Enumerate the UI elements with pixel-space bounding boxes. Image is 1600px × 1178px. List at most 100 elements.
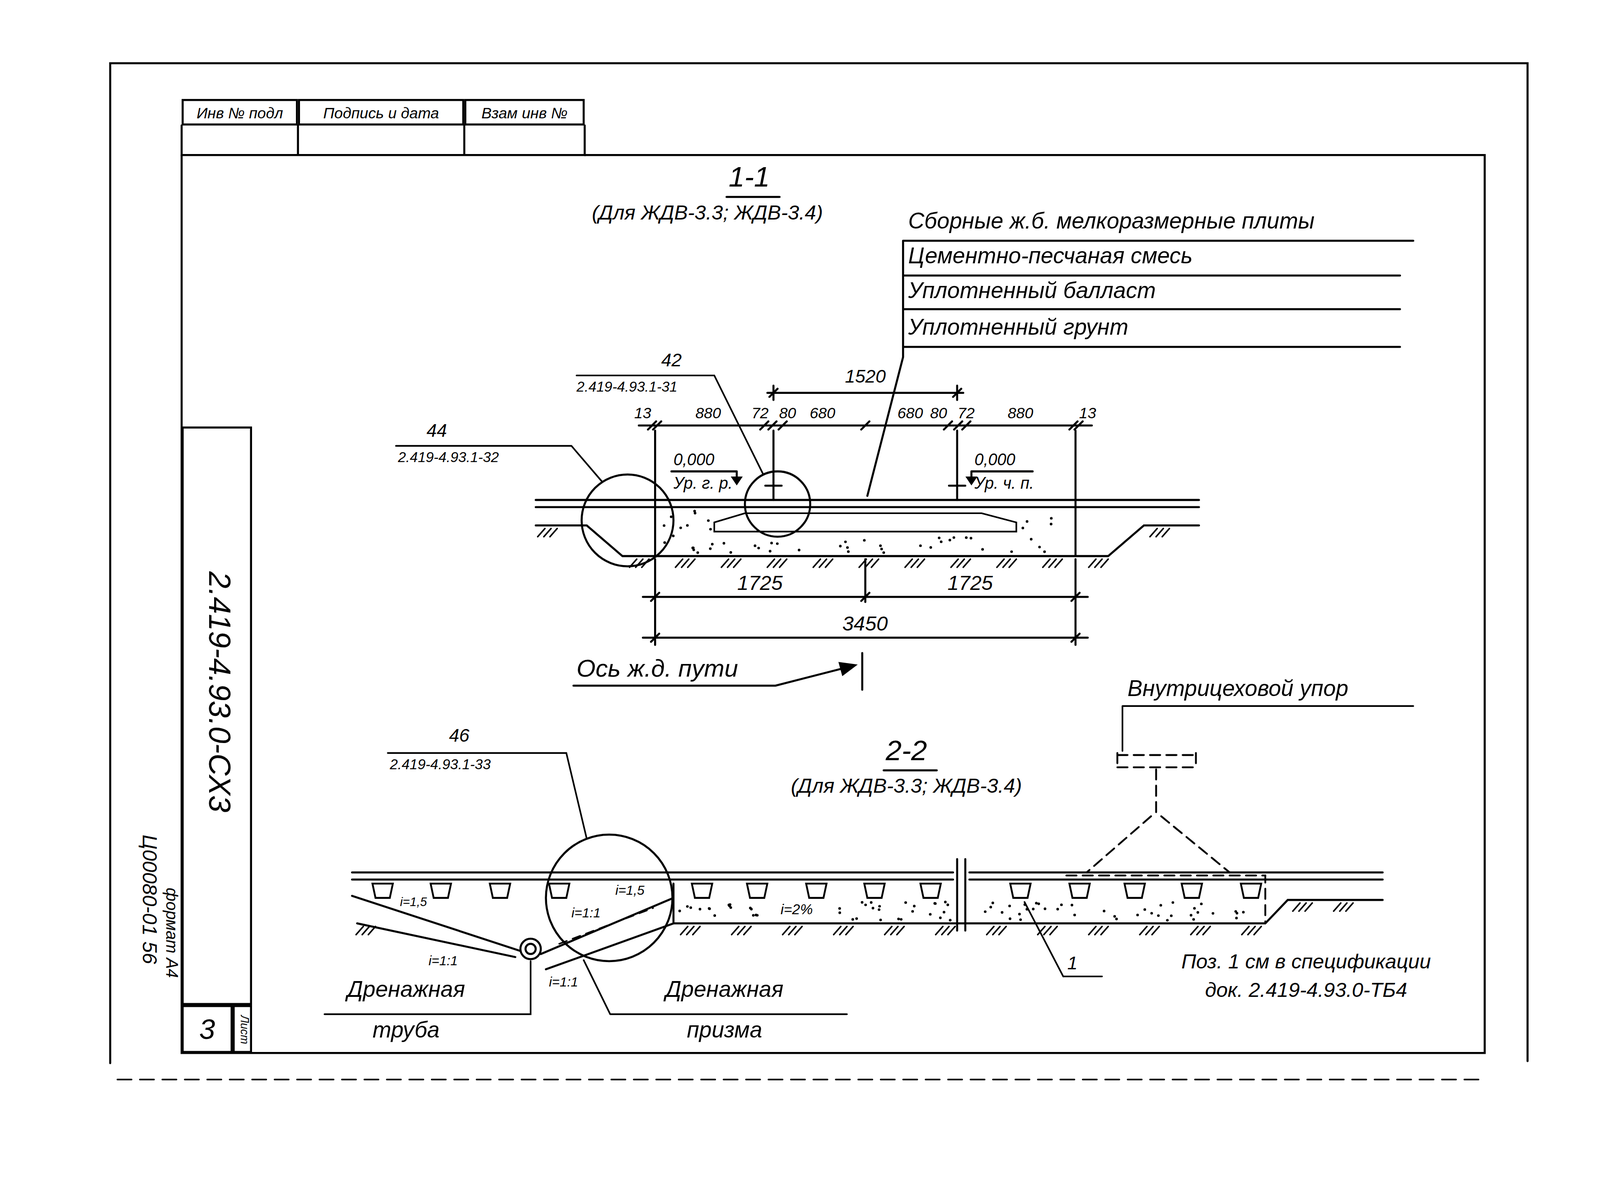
slope-mark: i=1,5 [615, 883, 645, 897]
ballast-dot [1169, 914, 1173, 917]
section-1-1-line [732, 477, 976, 484]
sheet-number-box: 3 [181, 1005, 233, 1053]
ballast-dot [1043, 550, 1046, 554]
ballast-dot [686, 905, 689, 908]
ballast-dot [757, 546, 760, 550]
ballast-dot [1150, 912, 1154, 915]
ballast-dot [1037, 902, 1041, 906]
sleeper [864, 883, 885, 899]
ballast-dot [1115, 917, 1119, 921]
dimension: 880 [695, 405, 721, 421]
ballast-dot [912, 904, 916, 908]
sleeper [372, 883, 393, 899]
ballast-dot [940, 540, 943, 543]
ballast-dot [911, 910, 914, 913]
ballast-dot [669, 515, 673, 519]
ballast-dot [752, 914, 755, 917]
ballast-dot [1010, 550, 1013, 553]
ballast-dot [929, 546, 932, 549]
dimension: 1725 [737, 572, 783, 593]
sleeper [548, 883, 570, 899]
ballast-dot [709, 547, 712, 551]
section-1-1-line [573, 653, 863, 690]
section-title: 2-2 [885, 736, 927, 766]
section-title: 1-1 [728, 163, 770, 192]
ballast-dot [1159, 903, 1163, 907]
ballast-dot [882, 551, 885, 554]
sleeper [1181, 883, 1203, 899]
ballast-dot [748, 906, 752, 910]
ballast-dot [1029, 538, 1033, 541]
ballast-dot [1235, 912, 1239, 915]
callout-number: 44 [426, 421, 447, 440]
ballast-dot [860, 901, 864, 904]
callout-number: 42 [661, 350, 682, 370]
slope-mark: i=2% [780, 902, 813, 917]
layer-name: Цементно-песчаная смесь [907, 244, 1193, 268]
axis-label: Ось ж.д. пути [576, 655, 739, 681]
sleeper [1010, 883, 1031, 899]
sleeper [1124, 883, 1145, 899]
ballast-dot [1102, 909, 1106, 913]
ballast-dot [838, 911, 842, 915]
ballast-dot [877, 908, 881, 912]
dimension: 80 [779, 405, 797, 421]
ballast-dot [942, 910, 946, 914]
ballast-dot [1143, 908, 1147, 912]
dimension: 13 [634, 405, 652, 421]
ballast-dot [969, 536, 973, 540]
ballast-dot [728, 903, 732, 907]
section-1-1-line [867, 240, 1414, 496]
section-1-1-line [642, 559, 1088, 646]
section-2-2-line [520, 938, 541, 960]
ballast-dot [1021, 526, 1025, 530]
ballast-dot [1038, 545, 1041, 549]
ground-hatch [355, 528, 1353, 935]
ballast-dot [928, 912, 932, 916]
ballast-dot [846, 550, 850, 553]
dimension: 3450 [842, 613, 889, 634]
reference-document: 2.419-4.93.1-33 [389, 757, 491, 772]
callout-number: 1 [1067, 954, 1078, 973]
ballast-dot [1171, 901, 1175, 904]
section-1-1-line [839, 663, 856, 675]
ballast-dot [1211, 912, 1215, 915]
ballast-dot [934, 902, 937, 905]
ballast-dot [713, 914, 716, 917]
section-1-1-line [395, 375, 763, 482]
ballast-dot [753, 544, 757, 548]
ballast-dot [846, 546, 849, 549]
sleeper [489, 883, 510, 899]
ballast-dot [729, 551, 733, 554]
ballast-dot [691, 546, 695, 550]
sheet-frame-line [181, 154, 1485, 1053]
ballast-dot [1192, 918, 1195, 922]
ballast-dot [1200, 902, 1203, 906]
dimension: 1725 [947, 572, 993, 593]
slope-mark: i=1:1 [548, 975, 579, 989]
texture [355, 388, 1353, 936]
dimension: 13 [1079, 405, 1097, 421]
section-1-1-line [726, 196, 780, 199]
section-2-2-line [883, 769, 937, 772]
section-2-2-line [351, 872, 1383, 880]
elevation-mark: 0,000 [974, 452, 1016, 469]
dimension: 1520 [844, 367, 886, 386]
ballast-dot [754, 913, 758, 917]
dimension-tick [647, 388, 1083, 642]
ballast-dot [871, 907, 875, 910]
ballast-dot [904, 901, 908, 904]
ballast-dot [1000, 911, 1004, 914]
section-2-2-line [387, 753, 587, 839]
sheet-frame-line [110, 63, 1528, 1064]
section-2-2-line [1066, 753, 1266, 924]
ballast-dot [1043, 907, 1047, 911]
sleeper [692, 883, 713, 899]
ballast-dot [706, 519, 710, 523]
section-2-2-line [525, 944, 536, 955]
ballast-dot [768, 549, 772, 553]
ballast-dot [1019, 918, 1022, 922]
ballast-dot [678, 909, 682, 913]
ballast-dot [870, 901, 873, 904]
